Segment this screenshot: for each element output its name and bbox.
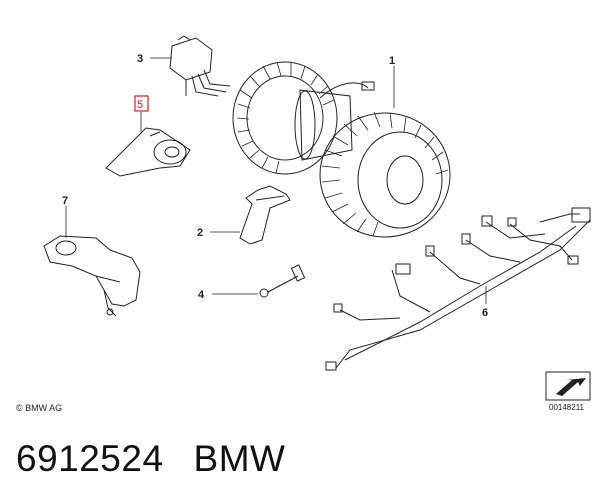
part-number: 6912524 bbox=[16, 438, 164, 479]
part-footer: 6912524 BMW bbox=[16, 438, 285, 480]
svg-text:7: 7 bbox=[62, 195, 68, 207]
brand-name: BMW bbox=[193, 438, 286, 479]
callout-4: 4 bbox=[198, 289, 258, 301]
mounting-bracket bbox=[239, 185, 291, 245]
svg-text:4: 4 bbox=[198, 289, 205, 301]
blower-fan-assembly bbox=[232, 61, 451, 238]
callout-5: 5 bbox=[134, 95, 149, 134]
callout-6: 6 bbox=[482, 286, 488, 319]
flap-housing bbox=[43, 235, 141, 317]
diagram-reference-number: 00148211 bbox=[549, 403, 584, 412]
svg-text:1: 1 bbox=[389, 55, 395, 67]
actuator-motor bbox=[105, 127, 191, 177]
resistor-connector bbox=[169, 35, 231, 97]
callout-1: 1 bbox=[389, 55, 395, 108]
reference-arrow-icon bbox=[545, 371, 591, 401]
copyright-notice: © BMW AG bbox=[16, 403, 63, 413]
svg-text:2: 2 bbox=[197, 227, 203, 239]
callout-3: 3 bbox=[137, 53, 172, 65]
svg-text:6: 6 bbox=[482, 307, 488, 319]
svg-text:5: 5 bbox=[137, 99, 143, 111]
callout-7: 7 bbox=[62, 195, 68, 238]
temperature-sensor bbox=[259, 264, 306, 298]
wiring-harness bbox=[325, 207, 591, 371]
svg-text:3: 3 bbox=[137, 53, 143, 65]
callout-2: 2 bbox=[197, 227, 240, 239]
